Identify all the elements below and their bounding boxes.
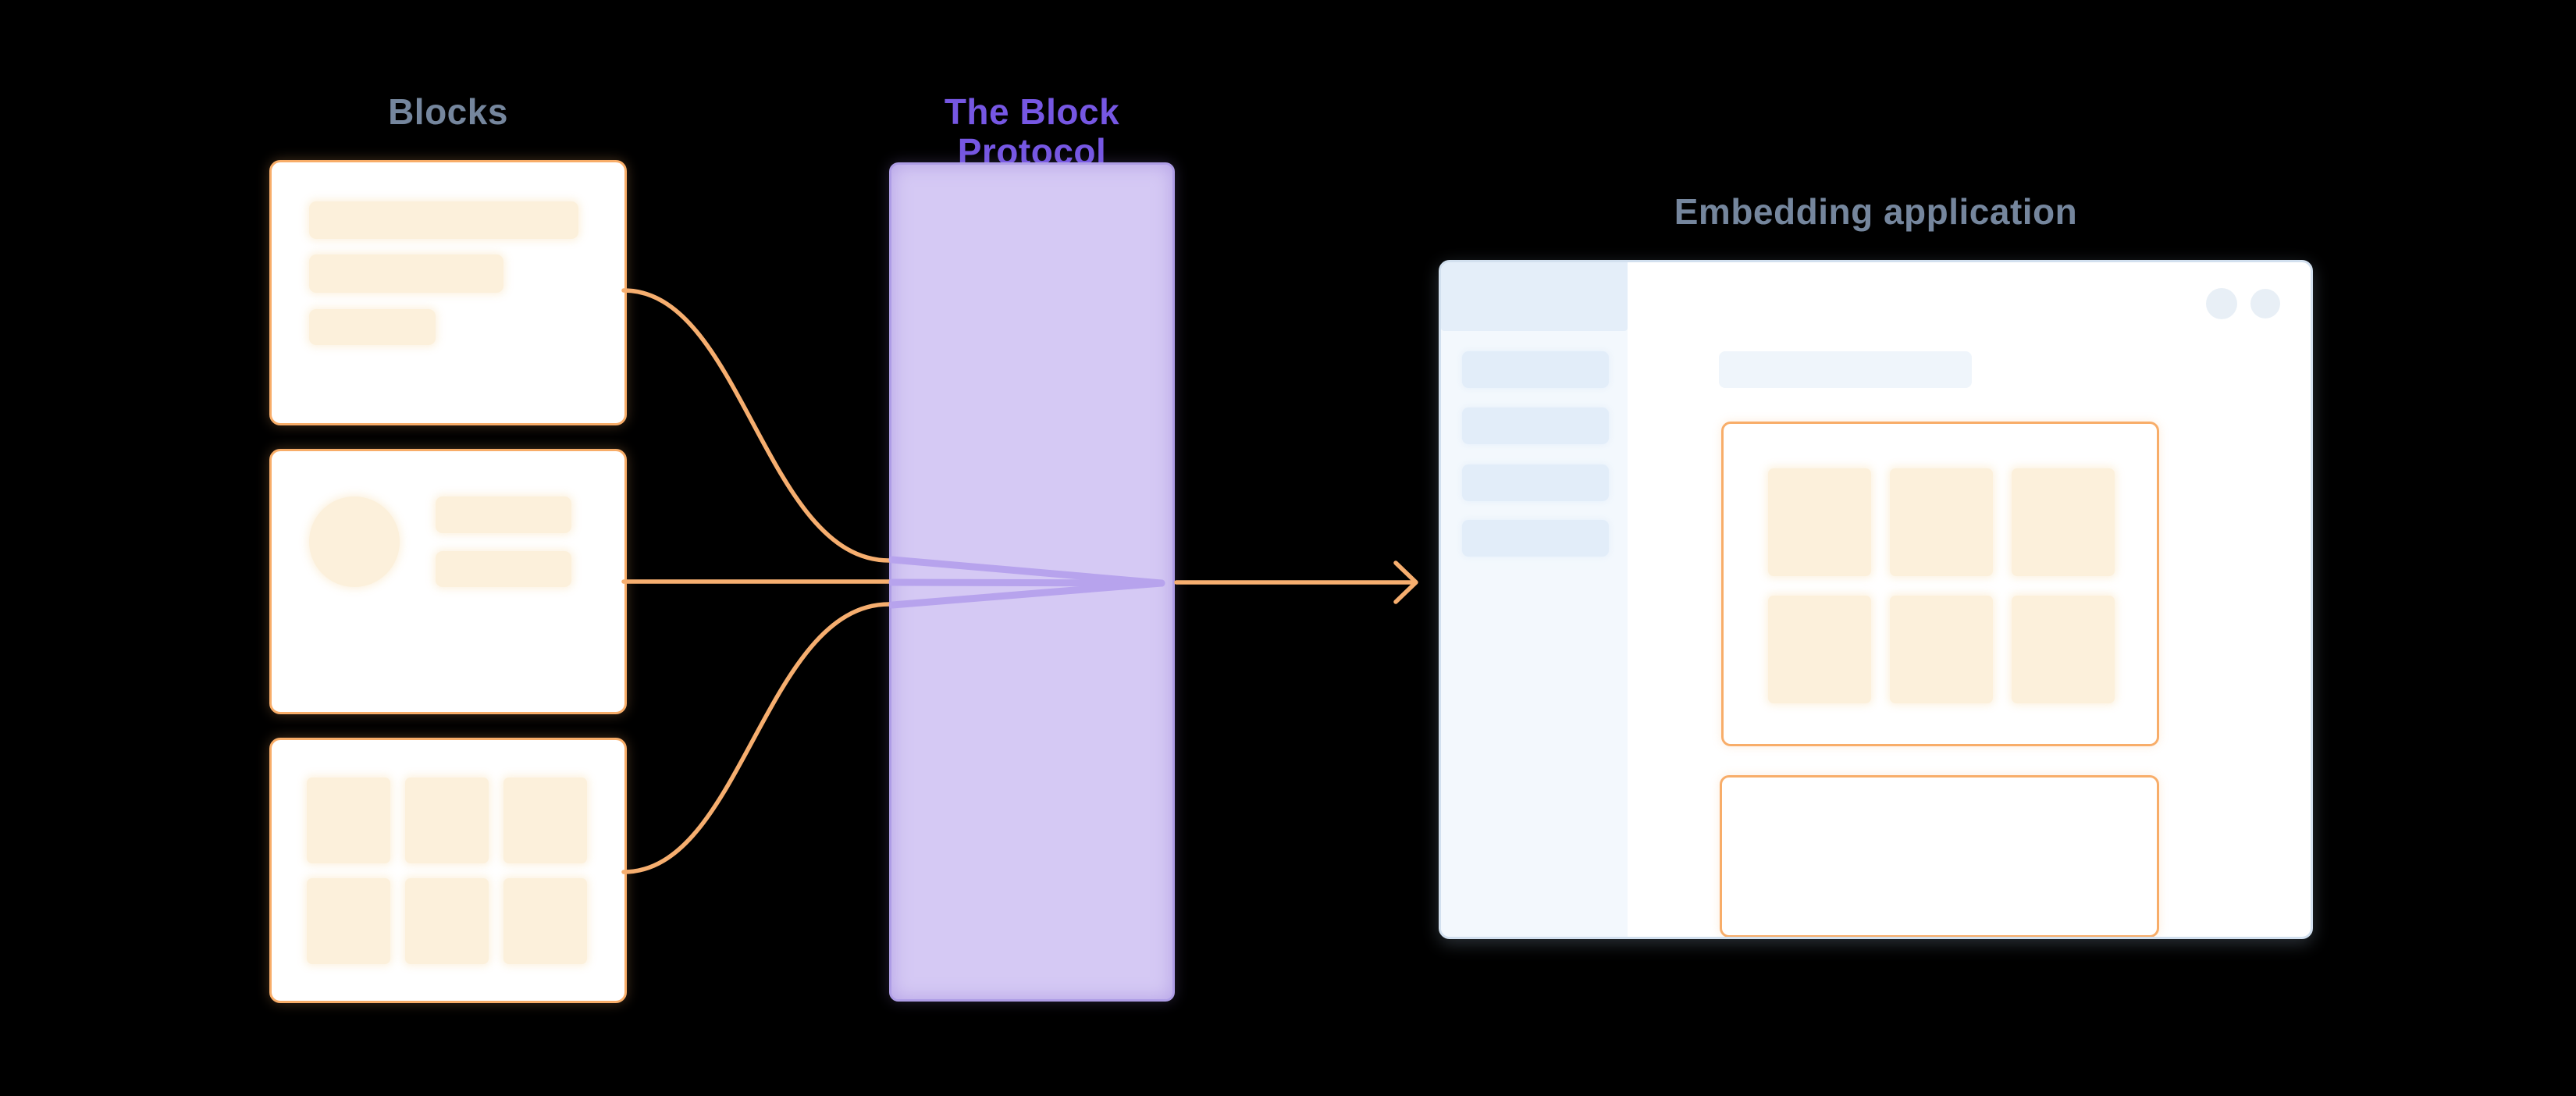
block-protocol-title: The Block Protocol: [944, 91, 1120, 172]
block-card-media: [269, 449, 627, 714]
app-sidebar: [1441, 262, 1628, 937]
embedding-application-title: Embedding application: [1674, 191, 2078, 232]
placeholder-bar: [309, 201, 578, 239]
placeholder-square: [1768, 468, 1871, 576]
block-protocol-panel: [889, 162, 1175, 1002]
placeholder-circle: [309, 496, 400, 587]
placeholder-square: [1768, 596, 1871, 703]
placeholder-square: [405, 878, 489, 964]
placeholder-bar: [309, 254, 503, 293]
block-card-grid: [269, 738, 627, 1003]
placeholder-bar: [436, 496, 571, 533]
placeholder-square: [307, 778, 390, 863]
placeholder-bar: [436, 551, 571, 587]
placeholder-square: [503, 778, 587, 863]
output-arrowhead: [1393, 560, 1418, 604]
window-control-dot: [2250, 289, 2280, 318]
placeholder-square: [2012, 596, 2115, 703]
placeholder-square: [503, 878, 587, 964]
sidebar-nav-placeholder: [1462, 520, 1609, 557]
window-control-dot: [2206, 288, 2237, 319]
embedded-block-empty: [1720, 775, 2159, 937]
placeholder-square: [1890, 468, 1993, 576]
connector-bottom-curve: [621, 602, 891, 874]
blocks-title: Blocks: [388, 91, 508, 132]
embedded-block-grid: [1721, 422, 2159, 746]
placeholder-square: [2012, 468, 2115, 576]
placeholder-grid: [307, 778, 587, 964]
sidebar-nav-placeholder: [1462, 351, 1609, 388]
content-heading-placeholder: [1719, 351, 1972, 388]
block-card-text: [269, 160, 627, 425]
sidebar-header-block: [1441, 262, 1628, 331]
placeholder-square: [307, 878, 390, 964]
connector-top-curve: [621, 288, 891, 563]
placeholder-bar: [309, 309, 436, 345]
embedding-app-window: [1439, 260, 2313, 939]
placeholder-square: [405, 778, 489, 863]
placeholder-square: [1890, 596, 1993, 703]
sidebar-nav-placeholder: [1462, 407, 1609, 444]
sidebar-nav-placeholder: [1462, 464, 1609, 501]
embedded-grid: [1768, 468, 2115, 703]
